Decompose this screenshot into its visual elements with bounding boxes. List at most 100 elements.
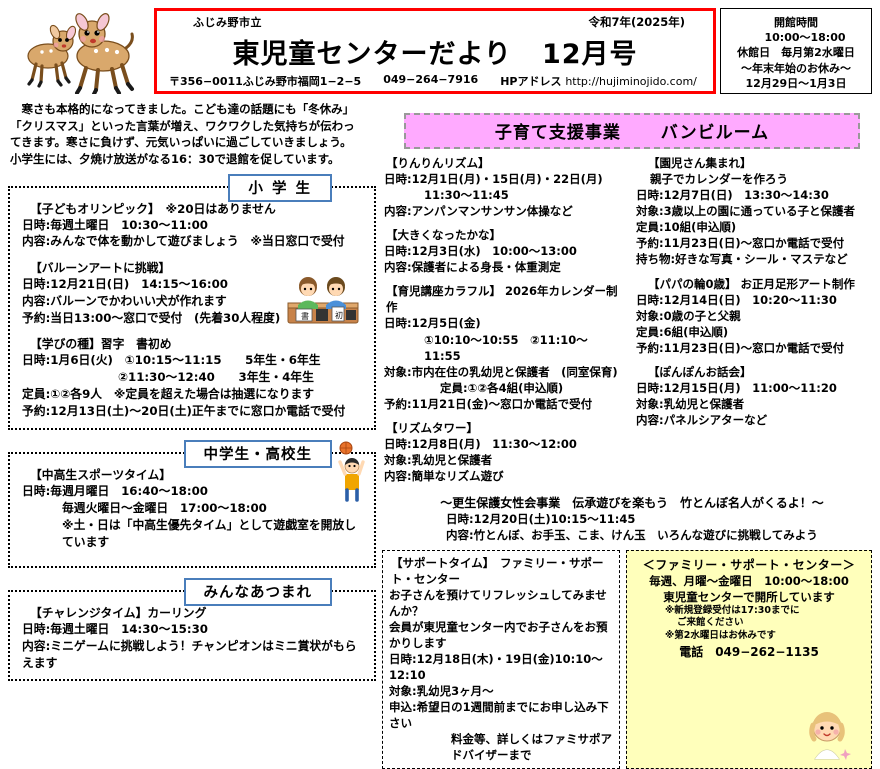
fsc-line: 毎週、月曜〜金曜日 10:00〜18:00 <box>649 573 849 588</box>
event-line: 日時:12月21日(日) 14:15〜16:00 <box>22 277 229 292</box>
event-title: 【ぽんぽんお話会】 <box>648 364 752 379</box>
fsc-telephone: 電話 049−262−1135 <box>679 645 819 660</box>
event-line: 内容:バルーンでかわいい犬が作れます <box>22 293 227 308</box>
event-title: 【子どもオリンピック】 ※20日はありません <box>30 201 276 216</box>
section-label-everyone: みんなあつまれ <box>183 578 332 607</box>
event-item: 【リズムタワー】 日時:12月8日(月) 11:30〜12:00 対象:乳幼児と… <box>384 420 620 484</box>
intro-line-1: 寒さも本格的になってきました。こども達の話題にも「冬休み」 <box>21 102 355 116</box>
event-line: 定員:6組(申込順) <box>636 324 729 339</box>
event-line: 内容:みんなで体を動かして遊びましょう ※当日窓口で受付 <box>22 234 345 249</box>
title-box: ふじみ野市立 令和7年(2025年) 東児童センターだより 12月号 〒356−… <box>154 8 716 94</box>
event-line: 日時:毎週月曜日 16:40〜18:00 <box>22 484 208 499</box>
event-line: 内容:保護者による身長・体重測定 <box>384 260 561 275</box>
event-line: 日時:12月7日(日) 13:30〜14:30 <box>636 188 829 203</box>
special-event-line: 日時:12月20日(土)10:15〜11:45 <box>446 512 636 527</box>
event-title: 【大きくなったかな】 <box>386 228 501 243</box>
bottom-row: 【サポートタイム】 ファミリー・サポート・センター お子さんを預けてリフレッシュ… <box>382 549 872 769</box>
event-line: 11:30〜11:45 <box>424 188 509 203</box>
hours-heading: 開館時間 <box>774 16 818 29</box>
event-line: 日時:毎週土曜日 14:30〜15:30 <box>22 622 208 637</box>
event-line: 対象:乳幼児と保護者 <box>636 397 745 412</box>
event-line: 内容:ミニゲームに挑戦しよう！チャンピオンはミニ賞状がもらえます <box>22 639 357 670</box>
section-juniorhigh: 中学生・高校生 【中高生スポーツタイム】 日時:毎週月曜日 16:40〜18:0… <box>8 440 376 569</box>
event-title: 【中高生スポーツタイム】 <box>30 468 172 483</box>
bambi-left-column: 【りんりんリズム】 日時:12月1日(月)・15日(月)・22日(月) 11:3… <box>382 155 620 492</box>
event-line: 予約:当日13:00〜窓口で受付 (先着30人程度) <box>22 310 281 325</box>
event-item: 【中高生スポーツタイム】 日時:毎週月曜日 16:40〜18:00 毎週火曜日〜… <box>22 466 366 550</box>
basketball-player-illustration <box>334 440 368 505</box>
era-year: 令和7年(2025年) <box>588 15 685 29</box>
event-title: 【園児さん集まれ】 <box>648 156 752 170</box>
opening-hours-box: 開館時間 10:00〜18:00 休館日 毎月第2水曜日 〜年末年始のお休み〜 … <box>720 8 872 94</box>
event-line: 内容:簡単なリズム遊び <box>384 469 504 484</box>
event-item: 【バルーンアートに挑戦】 日時:12月21日(日) 14:15〜16:00 内容… <box>22 259 366 326</box>
event-line: 対象:3歳以上の園に通っている子と保護者 <box>636 204 856 219</box>
event-item: 【パパの輪0歳】 お正月足形アート制作 日時:12月14日(日) 10:20〜1… <box>636 276 872 356</box>
event-subtitle: 親子でカレンダーを作ろう <box>650 172 788 186</box>
event-line: 予約:11月21日(金)〜窓口か電話で受付 <box>384 396 593 411</box>
fsc-note: ※新規登録受付は17:30までに <box>665 604 800 616</box>
intro-paragraph: 寒さも本格的になってきました。こども達の話題にも「冬休み」 「クリスマス」といっ… <box>8 99 376 168</box>
event-line: ①10:10〜10:55 ②11:10〜11:55 <box>424 332 588 363</box>
event-item: 【りんりんリズム】 日時:12月1日(月)・15日(月)・22日(月) 11:3… <box>384 155 620 219</box>
support-line: お子さんを預けてリフレッシュしてみませんか？ <box>389 587 607 618</box>
homepage: HPアドレス http://hujiminojido.com/ <box>500 73 697 89</box>
section-label-juniorhigh: 中学生・高校生 <box>183 440 332 469</box>
hp-url[interactable]: http://hujiminojido.com/ <box>565 75 697 88</box>
event-line: 日時:12月8日(月) 11:30〜12:00 <box>384 437 577 452</box>
section-elementary: 小 学 生 【子どもオリンピック】 ※20日はありません 日時:毎週土曜日 10… <box>8 173 376 431</box>
city-kicker: ふじみ野市立 <box>193 16 262 29</box>
event-title: 【学びの種】習字 書初め <box>30 337 172 352</box>
event-line: 日時:毎週土曜日 10:30〜11:00 <box>22 217 208 232</box>
event-line: 日時:12月3日(水) 10:00〜13:00 <box>384 244 577 259</box>
bambi-banner-left: 子育て支援事業 <box>494 123 621 143</box>
bambi-columns: 【りんりんリズム】 日時:12月1日(月)・15日(月)・22日(月) 11:3… <box>382 155 872 492</box>
staff-person-illustration <box>801 709 857 764</box>
event-title: 【育児講座カラフル】 2026年カレンダー制作 <box>386 284 618 315</box>
event-line: 予約:12月13日(土)〜20日(土)正午までに窓口か電話で受付 <box>22 403 346 418</box>
event-line: 毎週火曜日〜金曜日 17:00〜18:00 <box>62 501 267 516</box>
section-label-elementary: 小 学 生 <box>228 173 332 202</box>
event-line: 対象:乳幼児と保護者 <box>384 453 493 468</box>
support-line: 対象:乳幼児3ヶ月〜 <box>389 684 494 699</box>
fsc-note: ご来館ください <box>677 617 744 629</box>
event-title: 【りんりんリズム】 <box>386 156 490 170</box>
fsc-line: 東児童センターで開所しています <box>663 589 835 604</box>
svg-text:書: 書 <box>301 311 309 321</box>
support-line: 料金等、詳しくはファミサポアドバイザーまで <box>451 732 612 763</box>
event-title: 【バルーンアートに挑戦】 <box>30 261 171 276</box>
event-item: 【ぽんぽんお話会】 日時:12月15日(月) 11:00〜11:20 対象:乳幼… <box>636 364 872 428</box>
event-line: 定員:①②各9人 ※定員を超えた場合は抽選になります <box>22 386 315 401</box>
event-item: 【子どもオリンピック】 ※20日はありません 日時:毎週土曜日 10:30〜11… <box>22 200 366 251</box>
bambi-banner: 子育て支援事業 バンビルーム <box>404 113 860 149</box>
address: 〒356−0011ふじみ野市福岡1−2−5 <box>169 75 362 88</box>
event-item: 【チャレンジタイム】カーリング 日時:毎週土曜日 14:30〜15:30 内容:… <box>22 604 366 671</box>
calligraphy-kids-illustration: 書 初 <box>284 273 362 332</box>
support-title: 【サポートタイム】 ファミリー・サポート・センター <box>391 555 604 586</box>
support-line: 日時:12月18日(木)・19日(金)10:10〜12:10 <box>389 651 603 682</box>
hours-time: 10:00〜18:00 <box>764 31 846 45</box>
event-title: 【パパの輪0歳】 お正月足形アート制作 <box>648 276 855 291</box>
event-line: 対象:市内在住の乳幼児と保護者 (同室保育) <box>384 364 618 379</box>
event-title: 【リズムタワー】 <box>386 421 478 436</box>
bambi-right-column: 【園児さん集まれ】 親子でカレンダーを作ろう 日時:12月7日(日) 13:30… <box>628 155 872 492</box>
bambi-banner-right: バンビルーム <box>660 123 770 143</box>
event-line: 日時:12月5日(金) <box>384 316 481 331</box>
event-item: 【育児講座カラフル】 2026年カレンダー制作 日時:12月5日(金) ①10:… <box>384 283 620 412</box>
event-line: 持ち物:好きな写真・シール・マステなど <box>636 252 848 267</box>
event-line: 内容:パネルシアターなど <box>636 413 768 428</box>
page-title: 東児童センターだより <box>232 38 512 70</box>
event-line: 内容:アンパンマンサンサン体操など <box>384 204 573 219</box>
event-line: 定員:10組(申込順) <box>636 220 737 235</box>
event-line: 日時:12月14日(日) 10:20〜11:30 <box>636 292 837 307</box>
header: ふじみ野市立 令和7年(2025年) 東児童センターだより 12月号 〒356−… <box>8 8 872 96</box>
svg-text:初: 初 <box>335 310 343 320</box>
special-event-line: 内容:竹とんぼ、お手玉、こま、けん玉 いろんな遊びに挑戦してみよう <box>446 528 818 543</box>
section-everyone: みんなあつまれ 【チャレンジタイム】カーリング 日時:毎週土曜日 14:30〜1… <box>8 578 376 681</box>
event-line: 対象:0歳の子と父親 <box>636 308 741 323</box>
event-line: 日時:12月1日(月)・15日(月)・22日(月) <box>384 172 603 186</box>
holiday-heading: 〜年末年始のお休み〜 <box>741 61 851 75</box>
closed-days: 休館日 毎月第2水曜日 <box>737 46 855 60</box>
hp-label: HPアドレス <box>500 75 562 88</box>
intro-line-3: てきます。寒さに負けず、元気いっぱいに過ごしていきましょう。 <box>10 135 352 150</box>
